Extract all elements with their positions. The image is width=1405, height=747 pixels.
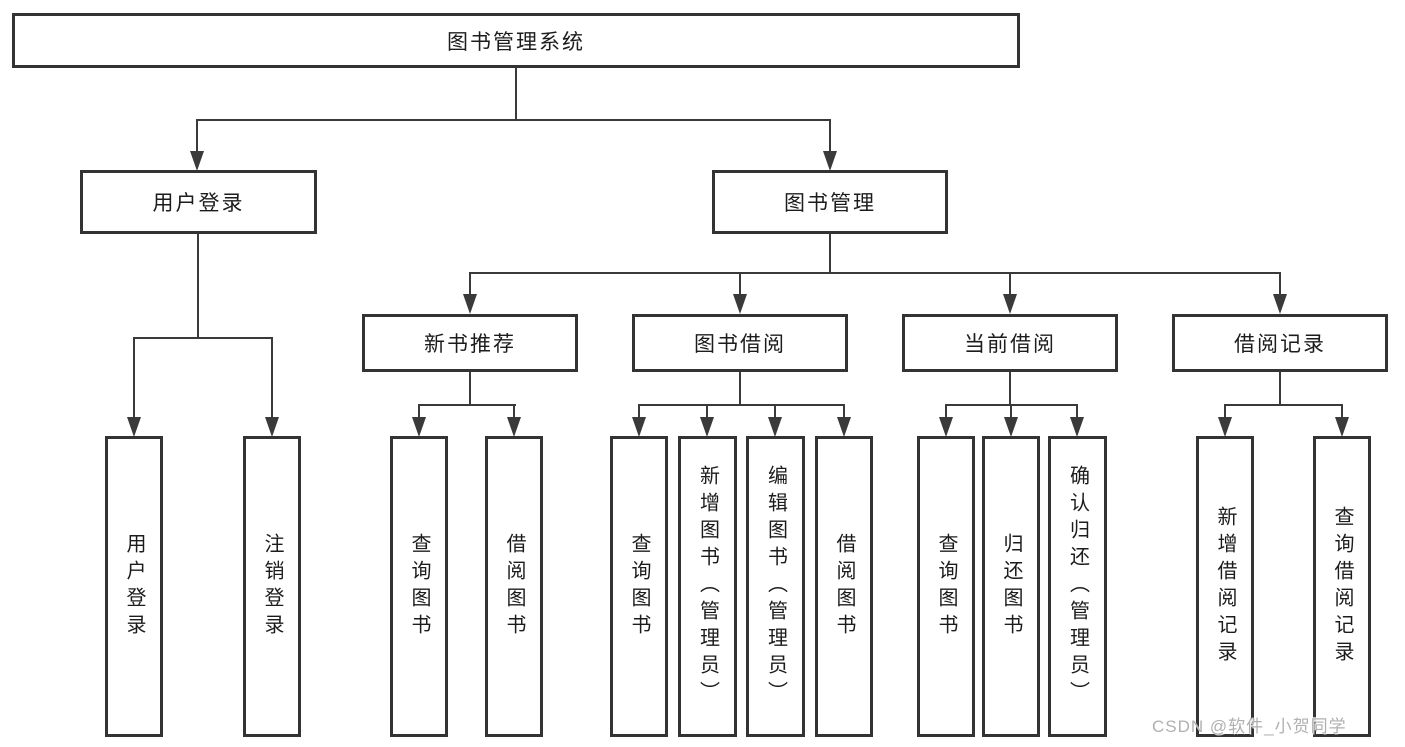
connector-line	[197, 234, 199, 339]
connector-line	[1224, 404, 1343, 406]
arrow-down-icon	[700, 417, 714, 437]
node-label: 当前借阅	[964, 333, 1056, 356]
connector-line	[1010, 404, 1012, 420]
csdn-watermark: CSDN @软件_小贺同学	[1152, 717, 1347, 736]
arrow-down-icon	[823, 151, 837, 171]
leaf-edit-books-admin: 编辑图书（管理员）	[746, 436, 805, 737]
node-library-management-system: 图书管理系统	[12, 13, 1020, 68]
node-new-book-recommend: 新书推荐	[362, 314, 578, 372]
connector-line	[515, 67, 517, 121]
arrow-down-icon	[837, 417, 851, 437]
arrow-down-icon	[632, 417, 646, 437]
connector-line	[1009, 272, 1011, 298]
connector-line	[638, 404, 640, 420]
node-current-borrowing: 当前借阅	[902, 314, 1118, 372]
leaf-borrow-books-borrowing: 借阅图书	[815, 436, 873, 737]
arrow-down-icon	[939, 417, 953, 437]
connector-line	[1009, 372, 1011, 406]
node-borrowing-records: 借阅记录	[1172, 314, 1388, 372]
leaf-confirm-return-admin: 确认归还（管理员）	[1048, 436, 1107, 737]
arrow-down-icon	[265, 417, 279, 437]
connector-line	[418, 404, 516, 406]
arrow-down-icon	[412, 417, 426, 437]
node-book-management: 图书管理	[712, 170, 948, 234]
node-label: 图书借阅	[694, 333, 786, 356]
node-label: 借阅记录	[1234, 333, 1326, 356]
leaf-query-borrow-record: 查询借阅记录	[1313, 436, 1371, 737]
connector-line	[739, 272, 741, 298]
leaf-user-login: 用户登录	[105, 436, 163, 737]
leaf-label: 新增图书（管理员）	[696, 465, 719, 708]
leaf-query-books-current: 查询图书	[917, 436, 975, 737]
leaf-label: 查询图书	[935, 532, 957, 641]
leaf-label: 归还图书	[1000, 532, 1022, 641]
leaf-logout: 注销登录	[243, 436, 301, 737]
arrow-down-icon	[463, 294, 477, 314]
arrow-down-icon	[190, 151, 204, 171]
connector-line	[1076, 404, 1078, 420]
connector-line	[513, 404, 515, 420]
connector-line	[133, 337, 135, 419]
leaf-label: 查询图书	[408, 532, 430, 641]
connector-line	[739, 372, 741, 406]
leaf-label: 借阅图书	[503, 532, 525, 641]
connector-line	[843, 404, 845, 420]
leaf-return-books: 归还图书	[982, 436, 1040, 737]
arrow-down-icon	[768, 417, 782, 437]
arrow-down-icon	[1335, 417, 1349, 437]
connector-line	[1224, 404, 1226, 420]
node-book-borrowing: 图书借阅	[632, 314, 848, 372]
leaf-label: 用户登录	[123, 532, 145, 641]
connector-line	[133, 337, 273, 339]
leaf-borrow-books-recommend: 借阅图书	[485, 436, 543, 737]
connector-line	[706, 404, 708, 420]
node-label: 图书管理	[784, 192, 876, 215]
arrow-down-icon	[1070, 417, 1084, 437]
arrow-down-icon	[733, 294, 747, 314]
leaf-label: 查询借阅记录	[1331, 505, 1353, 668]
leaf-query-books-recommend: 查询图书	[390, 436, 448, 737]
connector-line	[774, 404, 776, 420]
arrow-down-icon	[1273, 294, 1287, 314]
connector-line	[829, 234, 831, 274]
leaf-label: 查询图书	[628, 532, 650, 641]
node-user-login: 用户登录	[80, 170, 317, 234]
arrow-down-icon	[507, 417, 521, 437]
leaf-query-books-borrowing: 查询图书	[610, 436, 668, 737]
leaf-label: 新增借阅记录	[1214, 505, 1236, 668]
connector-line	[418, 404, 420, 420]
arrow-down-icon	[127, 417, 141, 437]
connector-line	[196, 119, 198, 155]
connector-line	[1341, 404, 1343, 420]
arrow-down-icon	[1218, 417, 1232, 437]
node-label: 用户登录	[152, 192, 245, 215]
connector-line	[469, 372, 471, 406]
connector-line	[945, 404, 947, 420]
arrow-down-icon	[1004, 417, 1018, 437]
arrow-down-icon	[1003, 294, 1017, 314]
leaf-label: 借阅图书	[833, 532, 855, 641]
leaf-label: 注销登录	[261, 532, 283, 641]
connector-line	[1279, 272, 1281, 298]
connector-line	[271, 337, 273, 419]
connector-line	[1279, 372, 1281, 406]
connector-line	[469, 272, 471, 298]
leaf-add-books-admin: 新增图书（管理员）	[678, 436, 737, 737]
connector-line	[638, 404, 845, 406]
node-label: 图书管理系统	[447, 30, 585, 54]
connector-line	[196, 119, 831, 121]
leaf-label: 编辑图书（管理员）	[764, 465, 787, 708]
connector-line	[829, 119, 831, 155]
leaf-add-borrow-record: 新增借阅记录	[1196, 436, 1254, 737]
node-label: 新书推荐	[424, 333, 516, 356]
leaf-label: 确认归还（管理员）	[1066, 465, 1089, 708]
connector-line	[469, 272, 1281, 274]
